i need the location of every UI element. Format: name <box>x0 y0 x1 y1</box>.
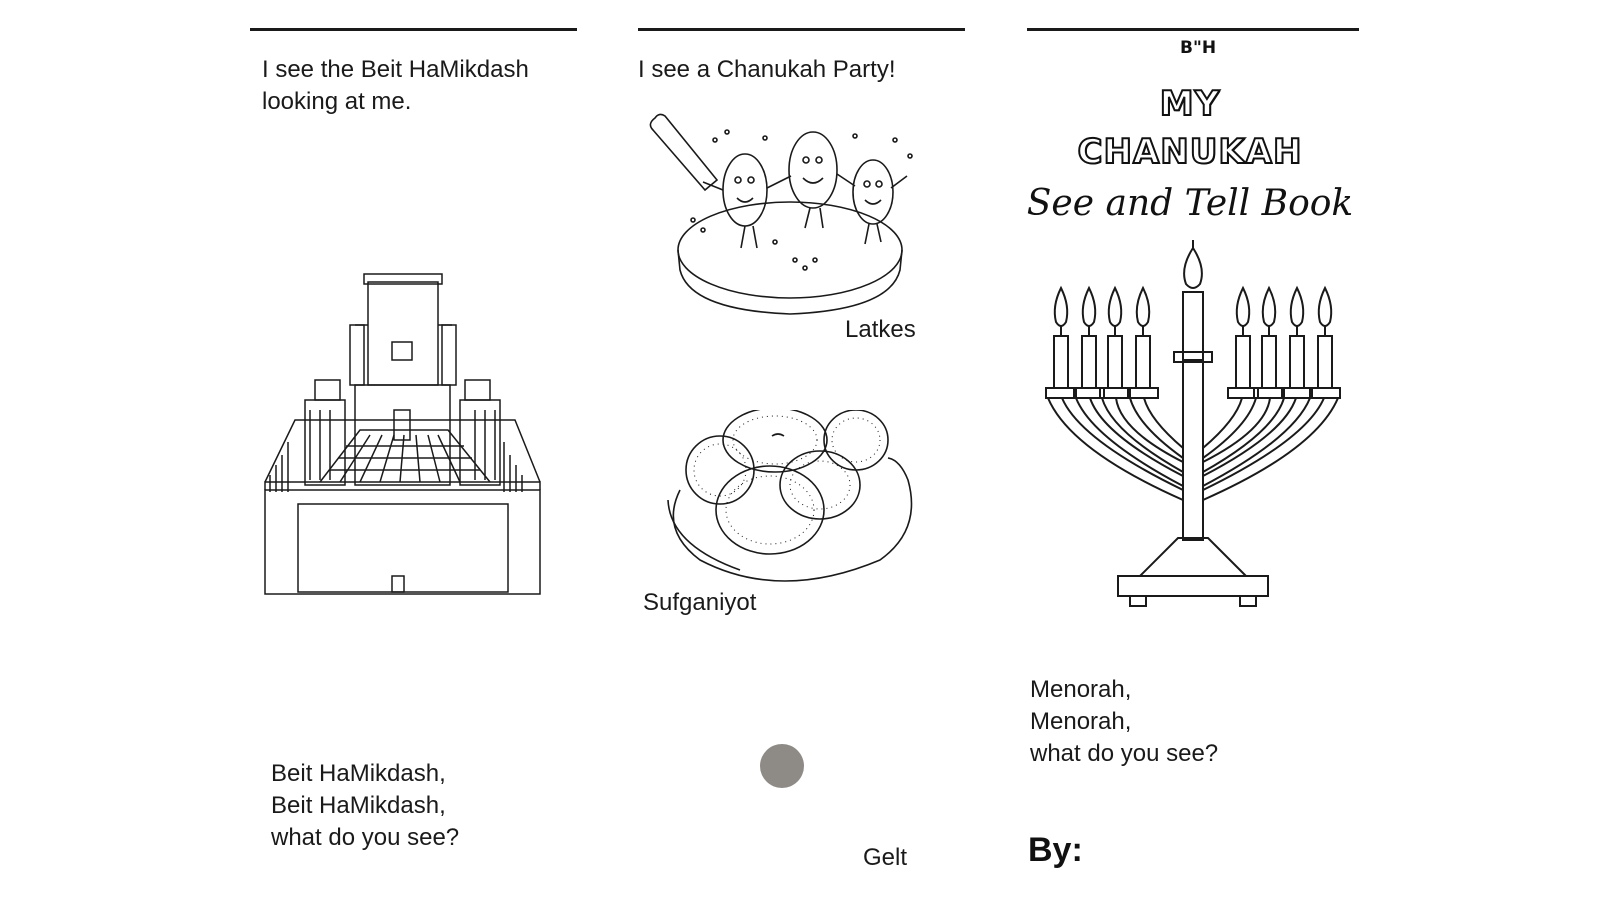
donuts-plate-drawing-icon <box>667 410 913 582</box>
left-top-line-2: looking at me. <box>262 88 412 115</box>
title-chanukah: CHANUKAH <box>1077 131 1303 173</box>
by-label: By: <box>1028 831 1083 869</box>
left-top-text: I see the Beit HaMikdash looking at me. <box>262 54 529 118</box>
gelt-label: Gelt <box>863 844 908 871</box>
latkes-label: Latkes <box>845 316 916 343</box>
temple-drawing-icon <box>264 273 541 595</box>
gray-circle-icon <box>760 744 804 788</box>
menorah-drawing-icon <box>1045 240 1341 607</box>
right-bottom-line-3: what do you see? <box>1030 740 1219 767</box>
right-bottom-line-2: Menorah, <box>1030 708 1132 735</box>
subtitle: See and Tell Book <box>1026 183 1354 224</box>
left-bottom-line-3: what do you see? <box>271 824 460 851</box>
left-bottom-line-2: Beit HaMikdash, <box>271 792 446 819</box>
middle-panel-top-rule <box>638 28 965 31</box>
left-bottom-line-1: Beit HaMikdash, <box>271 760 446 787</box>
title-my: MY <box>1159 83 1221 125</box>
bh-heading: B"H <box>1180 38 1217 58</box>
left-top-line-1: I see the Beit HaMikdash <box>262 56 529 83</box>
left-bottom-text: Beit HaMikdash, Beit HaMikdash, what do … <box>271 758 459 854</box>
right-bottom-text: Menorah, Menorah, what do you see? <box>1030 674 1218 770</box>
latkes-pan-drawing-icon <box>649 113 913 315</box>
middle-top-text: I see a Chanukah Party! <box>638 56 896 83</box>
right-panel-top-rule <box>1027 28 1359 31</box>
sufganiyot-label: Sufganiyot <box>643 589 757 616</box>
right-bottom-line-1: Menorah, <box>1030 676 1132 703</box>
left-panel-top-rule <box>250 28 577 31</box>
